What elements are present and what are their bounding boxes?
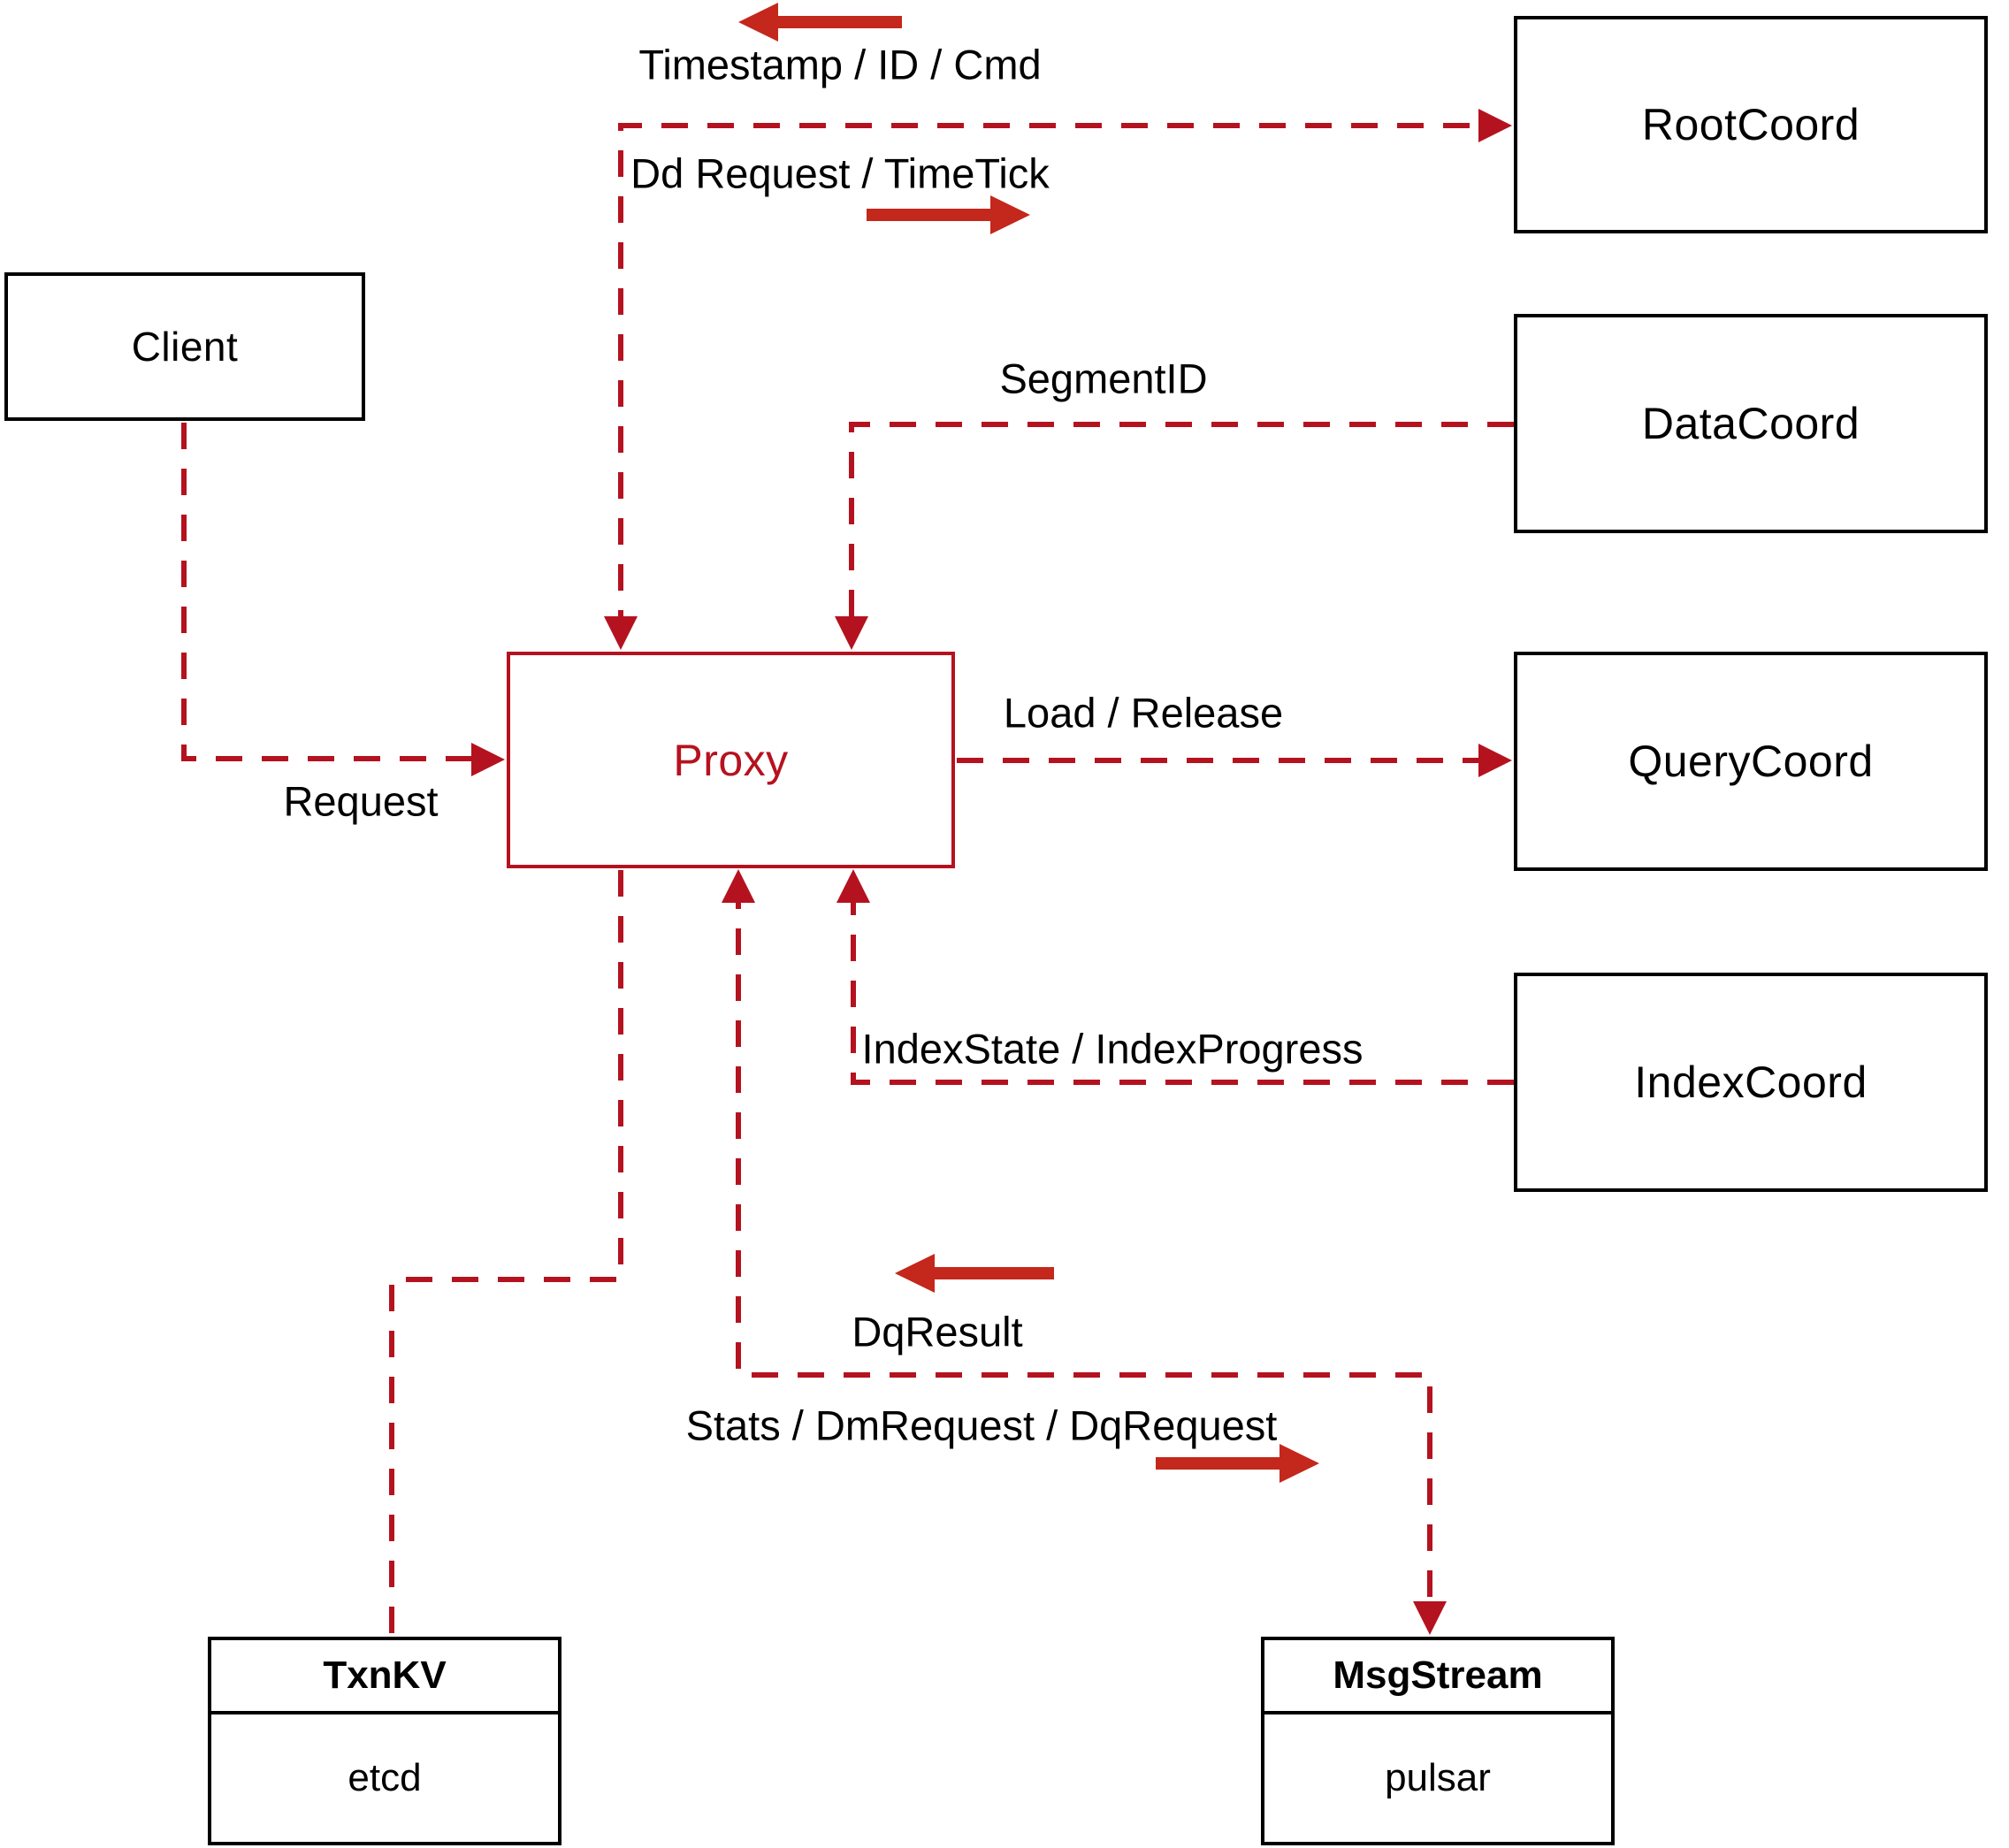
edge-label-dq-result: DqResult xyxy=(852,1308,1023,1355)
direction-arrow-left-dqresult xyxy=(895,1254,1054,1293)
node-proxy: Proxy xyxy=(507,652,955,868)
edge-label-dd-request-timetick: Dd Request / TimeTick xyxy=(630,149,1050,197)
proxy-rootcoord-connector xyxy=(618,123,1496,637)
arrowhead-into-proxy-left xyxy=(471,743,505,776)
arrowhead-into-proxy-bottom-left xyxy=(722,869,755,903)
edge-label-request: Request xyxy=(283,777,439,825)
msgstream-title: MsgStream xyxy=(1264,1640,1611,1714)
edge-label-timestamp-id-cmd: Timestamp / ID / Cmd xyxy=(638,41,1042,88)
node-rootcoord: RootCoord xyxy=(1514,16,1988,233)
arrowhead-into-proxy-top-right xyxy=(835,616,868,650)
txnkv-value: etcd xyxy=(348,1756,422,1799)
edge-label-stats-dm-dq-request: Stats / DmRequest / DqRequest xyxy=(685,1401,1278,1449)
node-querycoord: QueryCoord xyxy=(1514,652,1988,871)
node-client: Client xyxy=(4,272,365,421)
direction-arrow-left-timestamp xyxy=(738,3,902,42)
edge-label-load-release: Load / Release xyxy=(1003,689,1284,737)
proxy-msgstream-connector xyxy=(736,882,1432,1618)
datacoord-proxy-connector xyxy=(849,422,1514,637)
txnkv-title: TxnKV xyxy=(211,1640,558,1714)
node-datacoord: DataCoord xyxy=(1514,314,1988,533)
direction-arrow-right-stats xyxy=(1156,1444,1319,1483)
node-indexcoord: IndexCoord xyxy=(1514,973,1988,1192)
indexcoord-proxy-connector xyxy=(851,882,1514,1085)
proxy-txnkv-connector xyxy=(389,870,623,1635)
arrowhead-into-msgstream xyxy=(1413,1601,1447,1635)
node-txnkv: TxnKV etcd xyxy=(208,1637,561,1845)
edge-label-segment-id: SegmentID xyxy=(999,355,1208,402)
arrowhead-into-rootcoord xyxy=(1478,109,1512,142)
msgstream-value: pulsar xyxy=(1385,1756,1491,1799)
client-proxy-connector xyxy=(181,423,485,761)
edge-label-index-state-progress: IndexState / IndexProgress xyxy=(861,1025,1364,1073)
arrowhead-into-proxy-bottom-right xyxy=(836,869,870,903)
arrowhead-into-querycoord xyxy=(1478,744,1512,777)
direction-arrow-right-ddrequest xyxy=(867,195,1030,234)
arrowhead-into-proxy-top-left xyxy=(604,616,638,650)
node-msgstream: MsgStream pulsar xyxy=(1261,1637,1615,1845)
